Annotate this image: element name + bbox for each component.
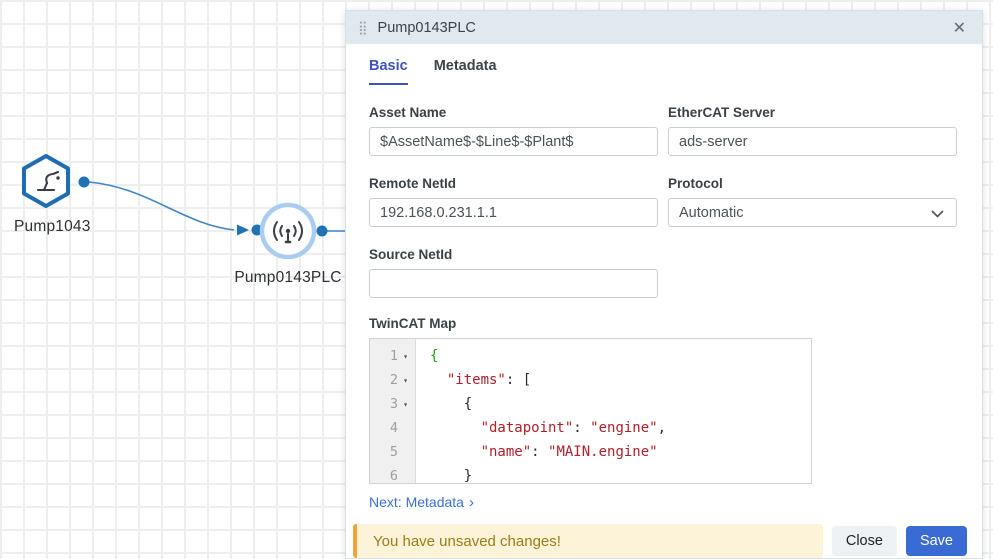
protocol-label: Protocol [668, 176, 723, 191]
code-token [430, 420, 481, 436]
source-netid-label: Source NetId [369, 247, 453, 262]
robot-arm-icon [36, 170, 60, 192]
tab-basic[interactable]: Basic [369, 58, 408, 85]
code-token: "name" [480, 444, 532, 460]
line-number: 2▾ [370, 368, 415, 392]
code-token: : [ [505, 372, 532, 388]
code-token: { [430, 396, 473, 412]
code-token: : [573, 420, 591, 436]
panel-title: Pump0143PLC [377, 19, 476, 36]
close-icon[interactable]: ✕ [952, 19, 966, 37]
basic-form: Asset Name EtherCAT Server Remote NetId … [346, 85, 982, 484]
port-plc-input[interactable] [251, 224, 263, 236]
editor-code-area[interactable]: { "items": [ { "datapoint": "engine", "n… [416, 339, 811, 483]
node-pump0143plc[interactable]: Pump0143PLC [233, 200, 343, 287]
protocol-select[interactable]: Automatic [668, 198, 957, 227]
antenna-icon [273, 221, 303, 244]
hexagon-node-shape [22, 154, 70, 208]
code-token: : [531, 444, 549, 460]
config-panel: ⣿ Pump0143PLC ✕ Basic Metadata Asset Nam… [345, 10, 983, 559]
asset-name-label: Asset Name [369, 105, 447, 120]
twincat-map-label: TwinCAT Map [369, 316, 457, 331]
code-token [430, 444, 481, 460]
ethercat-server-label: EtherCAT Server [668, 105, 776, 120]
code-token: { [430, 348, 439, 364]
code-line: } [430, 464, 811, 484]
next-row: Next: Metadata› [346, 484, 982, 512]
code-token: "engine" [590, 420, 658, 436]
code-token: } [430, 468, 473, 484]
panel-header: ⣿ Pump0143PLC ✕ [346, 11, 982, 44]
chevron-right-icon: › [468, 494, 474, 511]
remote-netid-label: Remote NetId [369, 176, 457, 191]
panel-footer: You have unsaved changes! Close Save [346, 524, 982, 558]
code-token: "items" [446, 372, 506, 388]
node-label: Pump0143PLC [234, 269, 342, 286]
node-pump1043[interactable]: Pump1043 [14, 151, 91, 236]
fold-arrow-icon[interactable]: ▾ [403, 399, 408, 409]
port-pump1043-output[interactable] [78, 176, 90, 188]
fold-arrow-icon[interactable]: ▾ [403, 375, 408, 385]
port-plc-output[interactable] [316, 225, 328, 237]
line-number: 4 [389, 420, 398, 436]
editor-gutter: 1▾2▾3▾ 4 5 6 [370, 339, 416, 483]
code-line: "items": [ [430, 368, 811, 392]
unsaved-changes-warning: You have unsaved changes! [353, 524, 823, 558]
circle-node-shape [259, 202, 317, 260]
line-number: 5 [389, 444, 398, 460]
tab-metadata[interactable]: Metadata [433, 58, 497, 74]
line-number: 6 [389, 468, 398, 484]
drag-handle-icon[interactable]: ⣿ [358, 20, 368, 35]
source-netid-input[interactable] [369, 269, 658, 298]
fold-arrow-icon[interactable]: ▾ [403, 351, 408, 361]
protocol-selected-value: Automatic [679, 204, 744, 221]
edge-arrowhead-icon [237, 224, 249, 236]
code-line: { [430, 392, 811, 416]
code-line: { [430, 344, 811, 368]
close-button[interactable]: Close [831, 526, 897, 556]
line-number: 3▾ [370, 392, 415, 416]
code-editor[interactable]: 1▾2▾3▾ 4 5 6 { "items": [ { "datapoint": "e… [369, 338, 812, 484]
code-token: "MAIN.engine" [548, 444, 658, 460]
edge-pump1043-to-plc [88, 181, 235, 231]
ethercat-server-input[interactable] [668, 127, 957, 156]
code-token: "datapoint" [480, 420, 574, 436]
asset-name-input[interactable] [369, 127, 658, 156]
code-token: , [657, 420, 667, 436]
next-metadata-link[interactable]: Next: Metadata› [369, 494, 474, 511]
node-label: Pump1043 [14, 218, 91, 235]
code-line: "name": "MAIN.engine" [430, 440, 811, 464]
warning-text: You have unsaved changes! [373, 532, 561, 550]
code-line: "datapoint": "engine", [430, 416, 811, 440]
save-button[interactable]: Save [905, 526, 967, 556]
remote-netid-input[interactable] [369, 198, 658, 227]
next-link-label: Next: Metadata [369, 494, 464, 510]
chevron-down-icon [931, 210, 944, 218]
code-token [430, 372, 447, 388]
tab-bar: Basic Metadata [346, 44, 982, 85]
line-number: 1▾ [370, 344, 415, 368]
